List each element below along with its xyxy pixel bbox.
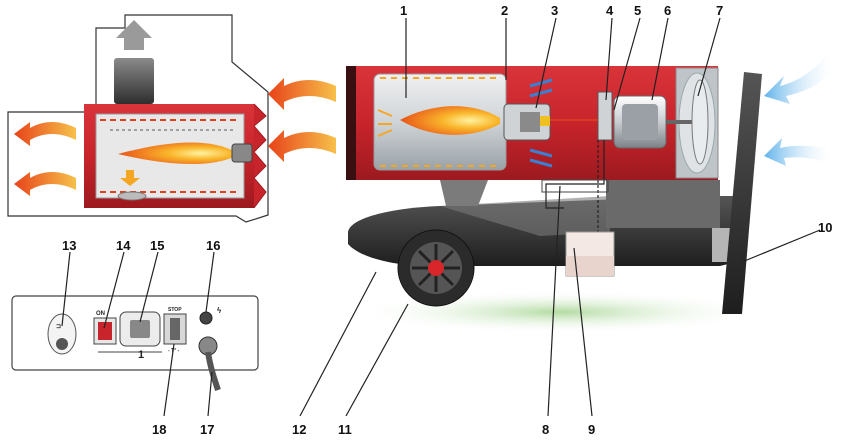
callout-8: 8 xyxy=(542,422,549,437)
callout-7: 7 xyxy=(716,3,723,18)
callout-2: 2 xyxy=(501,3,508,18)
callout-18: 18 xyxy=(152,422,166,437)
power-cord xyxy=(205,351,221,391)
callout-16: 16 xyxy=(206,238,220,253)
callout-numbers: 1 2 3 4 5 6 7 8 9 10 11 12 13 14 15 16 1… xyxy=(62,3,832,437)
exhaust-up-arrow-icon xyxy=(116,20,152,50)
callout-4: 4 xyxy=(606,3,614,18)
wheel-hub xyxy=(428,260,444,276)
control-panel: ⊐ ON 1 STOP - T° - ϟ xyxy=(11,295,259,391)
cold-air-arrow-icon xyxy=(764,138,830,166)
flame xyxy=(400,106,500,135)
callout-9: 9 xyxy=(588,422,595,437)
leader-lines xyxy=(61,17,821,417)
knob-bottom-label: - T° - xyxy=(168,348,179,354)
callout-14: 14 xyxy=(116,238,131,253)
callout-1: 1 xyxy=(400,3,407,18)
inset-hot-air-arrow-icon xyxy=(14,172,76,196)
hot-air-arrow-icon xyxy=(268,78,336,110)
callout-10: 10 xyxy=(818,220,832,235)
callout-5: 5 xyxy=(634,3,641,18)
callout-17: 17 xyxy=(200,422,214,437)
inset-burner-nozzle xyxy=(231,143,253,163)
switch-position-label: 1 xyxy=(138,349,144,361)
callout-12: 12 xyxy=(292,422,306,437)
body-support xyxy=(440,180,488,206)
reset-button xyxy=(56,338,68,350)
electrode-unit xyxy=(597,91,613,141)
reset-button-housing xyxy=(47,313,77,355)
svg-text:ϟ: ϟ xyxy=(217,306,222,315)
svg-text:⊐: ⊐ xyxy=(56,323,61,330)
hot-air-arrow-icon xyxy=(268,130,336,162)
callout-11: 11 xyxy=(338,422,352,437)
cold-air-arrow-icon xyxy=(764,56,832,104)
callout-15: 15 xyxy=(150,238,164,253)
fan xyxy=(691,79,709,165)
inset-flame xyxy=(118,142,236,165)
airflow-inset xyxy=(7,14,269,223)
knob-top-label: STOP xyxy=(168,307,182,313)
heater-main xyxy=(268,56,832,334)
inset-hot-air-arrow-icon xyxy=(14,122,76,146)
callout-3: 3 xyxy=(551,3,558,18)
switch-on-label: ON xyxy=(96,311,105,317)
inset-chimney xyxy=(114,58,154,104)
callout-13: 13 xyxy=(62,238,76,253)
indicator-light xyxy=(199,311,213,325)
base-housing xyxy=(606,180,720,228)
callout-6: 6 xyxy=(664,3,671,18)
handle xyxy=(722,72,762,314)
